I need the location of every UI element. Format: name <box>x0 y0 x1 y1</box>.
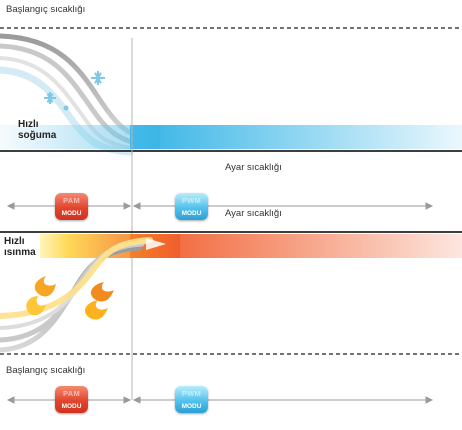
fast-heating-line2: ısınma <box>4 247 36 258</box>
pwm-badge-bottom-text-2: MODU <box>181 403 202 410</box>
pam-mode-badge-bottom: PAM MODU <box>55 386 88 413</box>
cooling-bar <box>130 125 462 149</box>
fast-cooling-line2: soğuma <box>18 130 57 141</box>
fast-heating-line1: Hızlı <box>4 236 25 247</box>
fast-cooling-label: Hızlı soğuma <box>18 119 56 141</box>
start-temp-label-bottom: Başlangıç sıcaklığı <box>6 365 86 376</box>
pwm-mode-badge-bottom: PWM MODU <box>175 386 208 413</box>
pwm-badge-bottom-text: MODU <box>181 210 202 217</box>
pwm-mode-badge-top: PWM MODU <box>175 193 208 220</box>
pam-badge-top-text-2: PAM <box>62 389 80 398</box>
start-temp-label-top: Başlangıç sıcaklığı <box>6 4 86 15</box>
fast-heating-label: Hızlı ısınma <box>4 236 36 258</box>
set-temp-label-bottom: Ayar sıcaklığı <box>225 208 282 219</box>
set-temp-label-top: Ayar sıcaklığı <box>225 162 282 173</box>
pam-badge-bottom-text: MODU <box>61 210 82 217</box>
pam-mode-badge-top: PAM MODU <box>55 193 88 220</box>
snowflake-icons <box>44 71 105 111</box>
heating-bar <box>130 234 462 258</box>
pam-badge-top-text: PAM <box>62 196 80 205</box>
pwm-badge-top-text: PWM <box>181 196 202 205</box>
fast-cooling-line1: Hızlı <box>18 119 39 130</box>
pam-badge-bottom-text-2: MODU <box>61 403 82 410</box>
heating-arrow-head <box>146 238 166 250</box>
pwm-badge-top-text-2: PWM <box>181 389 202 398</box>
flame-icons <box>26 276 114 320</box>
